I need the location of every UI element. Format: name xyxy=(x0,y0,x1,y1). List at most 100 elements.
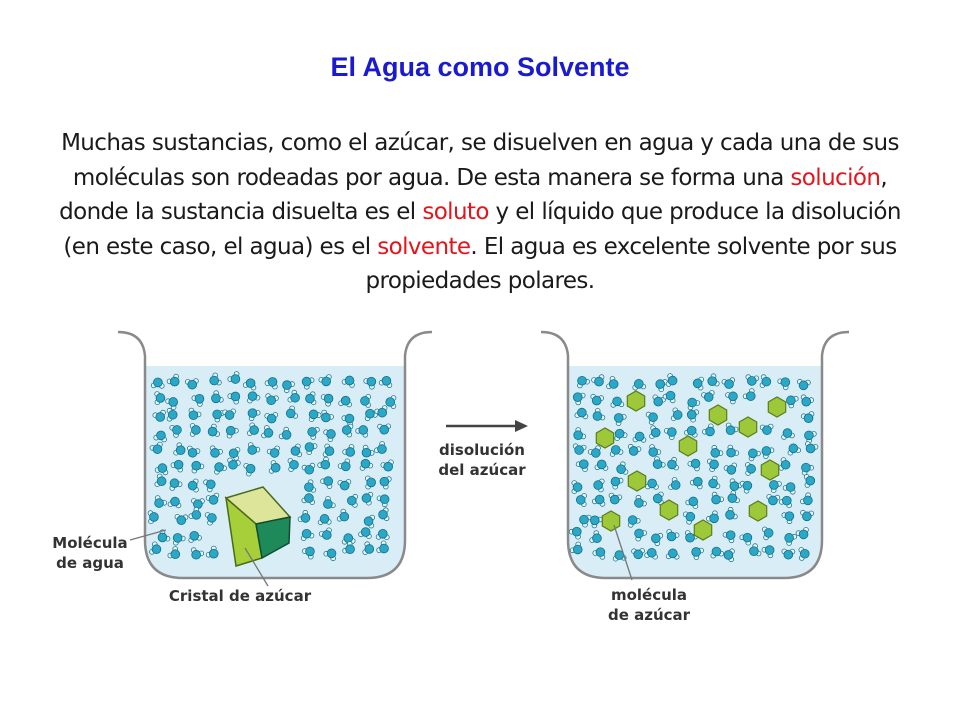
water-molecule xyxy=(571,480,583,495)
water-molecule xyxy=(342,541,355,555)
water-molecule xyxy=(336,508,350,522)
right-beaker xyxy=(540,330,850,581)
water-molecule xyxy=(706,510,719,524)
water-molecule xyxy=(191,393,205,407)
water-molecule xyxy=(322,443,335,458)
water-molecule xyxy=(761,446,775,459)
water-molecule xyxy=(684,530,698,543)
water-molecule xyxy=(590,393,604,406)
water-molecule xyxy=(209,372,222,386)
water-molecule xyxy=(798,547,810,561)
water-molecule xyxy=(167,496,182,509)
left-beaker-outline xyxy=(117,330,433,580)
water-molecule xyxy=(264,377,278,390)
water-molecule xyxy=(207,423,221,437)
water-molecule xyxy=(247,408,261,422)
water-molecule xyxy=(689,476,703,490)
highlighted-term: solvente xyxy=(377,233,471,260)
water-molecule xyxy=(799,492,813,506)
water-molecule xyxy=(684,425,698,438)
water-molecule xyxy=(778,495,792,509)
water-molecule xyxy=(211,390,224,404)
water-molecule xyxy=(616,461,629,475)
water-molecule xyxy=(759,423,774,435)
water-molecule xyxy=(318,527,332,540)
water-molecule xyxy=(154,473,167,488)
water-molecule xyxy=(572,443,587,455)
water-molecule xyxy=(786,395,799,409)
water-molecule xyxy=(174,513,189,526)
water-molecule xyxy=(204,512,217,526)
water-molecule xyxy=(308,409,322,423)
water-molecule xyxy=(787,443,801,456)
right-water-molecules xyxy=(568,373,819,563)
water-molecule xyxy=(341,533,356,545)
water-molecule xyxy=(644,547,658,560)
water-molecule xyxy=(157,529,171,543)
water-molecule xyxy=(227,391,241,405)
water-molecule xyxy=(579,514,592,528)
water-molecule xyxy=(682,511,696,525)
right-water xyxy=(568,366,822,578)
arrow-label-line2: del azúcar xyxy=(438,461,526,479)
water-molecule-label: Molécula de agua xyxy=(40,533,140,573)
left-beaker xyxy=(117,330,433,587)
water-molecule xyxy=(685,496,699,510)
arrow-label: disolución del azúcar xyxy=(428,440,536,480)
water-molecule xyxy=(297,509,311,523)
water-molecule xyxy=(380,459,394,472)
water-molecule xyxy=(363,376,377,390)
water-molecule xyxy=(149,441,163,454)
water-molecule xyxy=(375,529,390,540)
water-molecule xyxy=(781,428,795,440)
water-molecule xyxy=(287,389,300,403)
water-molecule xyxy=(169,424,182,438)
sugar-molecule xyxy=(601,510,621,532)
water-molecule xyxy=(363,514,376,529)
water-molecule xyxy=(282,380,295,394)
water-molecule xyxy=(376,540,389,554)
water-molecule xyxy=(187,445,201,458)
water-molecule xyxy=(304,479,317,493)
sugar-molecule xyxy=(678,435,698,457)
water-molecule xyxy=(287,458,299,472)
arrow-label-line1: disolución xyxy=(439,441,525,459)
sugar-molecule xyxy=(659,499,679,521)
water-molecule xyxy=(205,545,219,559)
water-molecule xyxy=(247,442,261,455)
water-molecule xyxy=(301,493,316,505)
water-molecule xyxy=(243,462,256,477)
water-molecule xyxy=(361,444,375,458)
water-molecule xyxy=(362,541,375,555)
water-molecule xyxy=(266,445,280,458)
water-molecule xyxy=(317,456,331,470)
water-molecule xyxy=(739,480,753,494)
water-molecule xyxy=(777,377,791,391)
water-molecule xyxy=(725,422,739,436)
water-label-line1: Molécula xyxy=(52,534,128,552)
water-molecule xyxy=(337,479,352,491)
right-beaker-outline xyxy=(540,330,850,580)
water-molecule xyxy=(575,493,587,507)
water-molecule xyxy=(803,474,816,488)
water-molecule xyxy=(575,459,589,473)
water-molecule xyxy=(648,444,662,457)
water-molecule xyxy=(749,543,762,557)
water-molecule xyxy=(190,547,205,560)
water-molecule xyxy=(170,459,184,473)
water-molecule xyxy=(665,373,678,387)
water-molecule xyxy=(725,506,738,520)
water-molecule xyxy=(385,395,397,409)
sugar-molecule xyxy=(738,416,758,438)
water-label-line2: de agua xyxy=(56,554,124,572)
water-molecule xyxy=(727,490,740,504)
water-molecule xyxy=(568,526,582,540)
water-molecule xyxy=(769,480,782,494)
water-molecule xyxy=(723,548,735,563)
water-molecule xyxy=(634,494,647,508)
water-molecule xyxy=(587,445,601,458)
water-molecule xyxy=(166,373,180,387)
water-molecule xyxy=(355,425,369,438)
water-molecule xyxy=(634,528,647,542)
